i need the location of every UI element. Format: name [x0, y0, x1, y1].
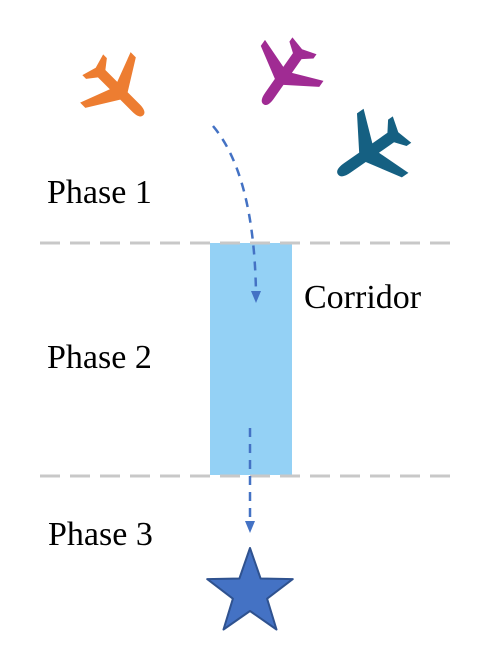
- arrowhead-1: [251, 291, 261, 303]
- star-icon: [206, 547, 294, 631]
- path-segment-1: [212, 125, 258, 294]
- phase-3-label: Phase 3: [48, 516, 153, 553]
- corridor-area: [210, 243, 292, 475]
- airplane-icon: [234, 25, 334, 125]
- arrowhead-2: [245, 521, 255, 533]
- corridor-label: Corridor: [304, 279, 422, 316]
- phase-1-label: Phase 1: [47, 174, 152, 211]
- phase-2-label: Phase 2: [47, 339, 152, 376]
- airplane-icon: [67, 39, 169, 141]
- airplane-icon: [315, 97, 425, 207]
